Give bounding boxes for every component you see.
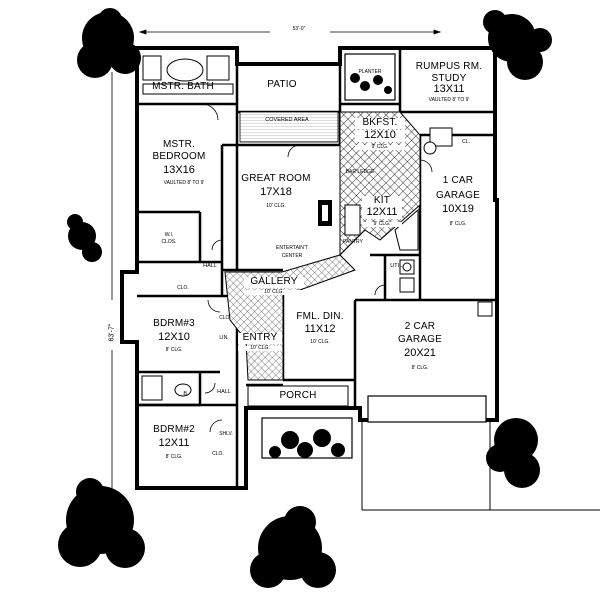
cl-garage-label: CL.: [462, 139, 470, 145]
util-label: UTIL.: [390, 263, 404, 269]
kitchen-island: [344, 204, 361, 236]
hall-label-2: HALL: [217, 389, 231, 395]
kit-note: 9' CLG.: [362, 221, 402, 228]
bdrm3-label: BDRM#3: [153, 318, 195, 329]
garage-door: [367, 395, 487, 423]
one-car-label: 1 CAR: [442, 175, 474, 186]
kit-label: KIT: [362, 195, 402, 207]
bkfst-label: BKFST.: [355, 117, 405, 129]
patio-label: PATIO: [267, 79, 297, 90]
water-heater: [423, 141, 437, 155]
two-car-label-2: GARAGE: [398, 334, 442, 345]
rumpus-sub-label: STUDY: [431, 73, 467, 84]
hall-label-1: HALL: [203, 263, 217, 269]
lin-label: LIN.: [219, 335, 229, 341]
kitchen-counter: [394, 208, 419, 251]
tree-top-right: [483, 10, 552, 80]
pantry-label: PANTRY: [343, 239, 363, 245]
covered-area-label: COVERED AREA: [265, 117, 309, 123]
bath2-label: B.: [183, 391, 189, 397]
wic-label: W.I.: [164, 232, 174, 238]
interior-walls: [137, 48, 497, 488]
bkfst-note: 9' CLG.: [355, 144, 405, 151]
clo-label-2: CLO.: [212, 451, 224, 457]
width-dimension-line: [138, 29, 442, 35]
fml-din-size: 11X12: [304, 323, 336, 335]
two-car-size: 20X21: [404, 347, 436, 359]
overall-depth-label: 63'-7": [108, 323, 116, 342]
one-car-size: 10X19: [442, 203, 474, 215]
gallery-note: 10' CLG.: [244, 289, 304, 296]
great-room-note: 10' CLG.: [266, 203, 286, 209]
side-door-box: [477, 301, 493, 317]
bath2-fixtures: [141, 375, 192, 401]
tree-bottom-right: [486, 418, 540, 488]
entertain-label-2: CENTER: [281, 253, 303, 259]
wic-label-2: CLOS.: [161, 239, 177, 245]
tree-left-mid: [67, 214, 102, 262]
bdrm3-size: 12X10: [158, 331, 190, 343]
clo-label-1: CLO.: [177, 285, 189, 291]
two-car-note: 8' CLG.: [411, 365, 429, 371]
planter-label: PLANTER: [358, 69, 382, 75]
two-car-label: 2 CAR: [404, 321, 436, 332]
shlv-label: SHLV.: [219, 431, 233, 437]
one-car-label-2: GARAGE: [436, 190, 480, 201]
porch-label: PORCH: [279, 390, 317, 401]
rumpus-note: VAULTED 8' TO 9': [428, 97, 470, 103]
shrubs-porch: [269, 429, 345, 458]
gallery-label: GALLERY: [244, 276, 304, 288]
tree-bottom-center: [250, 506, 336, 588]
door-swings: [201, 103, 433, 433]
bdrm2-size: 12X11: [158, 437, 190, 449]
bdrm3-note: 8' CLG.: [165, 347, 183, 353]
fml-din-label: FML. DIN.: [296, 311, 344, 322]
rumpus-label: RUMPUS RM.: [415, 61, 483, 72]
covered-area: [239, 111, 339, 143]
kit-size: 12X11: [362, 206, 402, 219]
one-car-note: 8' CLG.: [449, 221, 467, 227]
entry-label: ENTRY: [238, 332, 282, 344]
bkfst-size: 12X10: [355, 129, 405, 142]
mstr-bedroom-label-2: BEDROOM: [152, 151, 206, 162]
rumpus-size: 13X11: [433, 83, 465, 95]
tree-top-left: [77, 8, 141, 78]
clo-label-3: CLO.: [219, 315, 231, 321]
rumpus-closet: [429, 127, 453, 147]
landscaping: [58, 8, 552, 588]
master-bath-fixtures: [142, 55, 234, 95]
entertain-label: ENTERTAIN'T: [276, 245, 308, 251]
great-room-size: 17X18: [260, 186, 292, 198]
mstr-bedroom-label: MSTR.: [162, 139, 196, 150]
overall-width-label: 53'-0": [292, 26, 306, 32]
tree-bottom-left: [58, 478, 145, 568]
porch-area: [247, 385, 349, 407]
bdrm2-label: BDRM#2: [153, 424, 195, 435]
util-appliances: [399, 259, 415, 293]
driveway: [361, 422, 600, 511]
bar-ledge-label: BAR LEDGE: [345, 169, 375, 175]
mstr-bedroom-size: 13X16: [163, 164, 195, 176]
top-planter: [344, 53, 396, 101]
planter-shrubs: [350, 73, 392, 94]
great-room-label: GREAT ROOM: [241, 173, 311, 184]
mstr-bedroom-note: VAULTED 8' TO 9': [163, 180, 205, 186]
bdrm2-note: 8' CLG.: [165, 454, 183, 460]
porch-planter: [261, 417, 353, 459]
entry-note: 10' CLG.: [238, 345, 282, 352]
mstr-bath-label: MSTR. BATH: [152, 81, 214, 92]
fml-din-note: 10' CLG.: [310, 339, 330, 345]
